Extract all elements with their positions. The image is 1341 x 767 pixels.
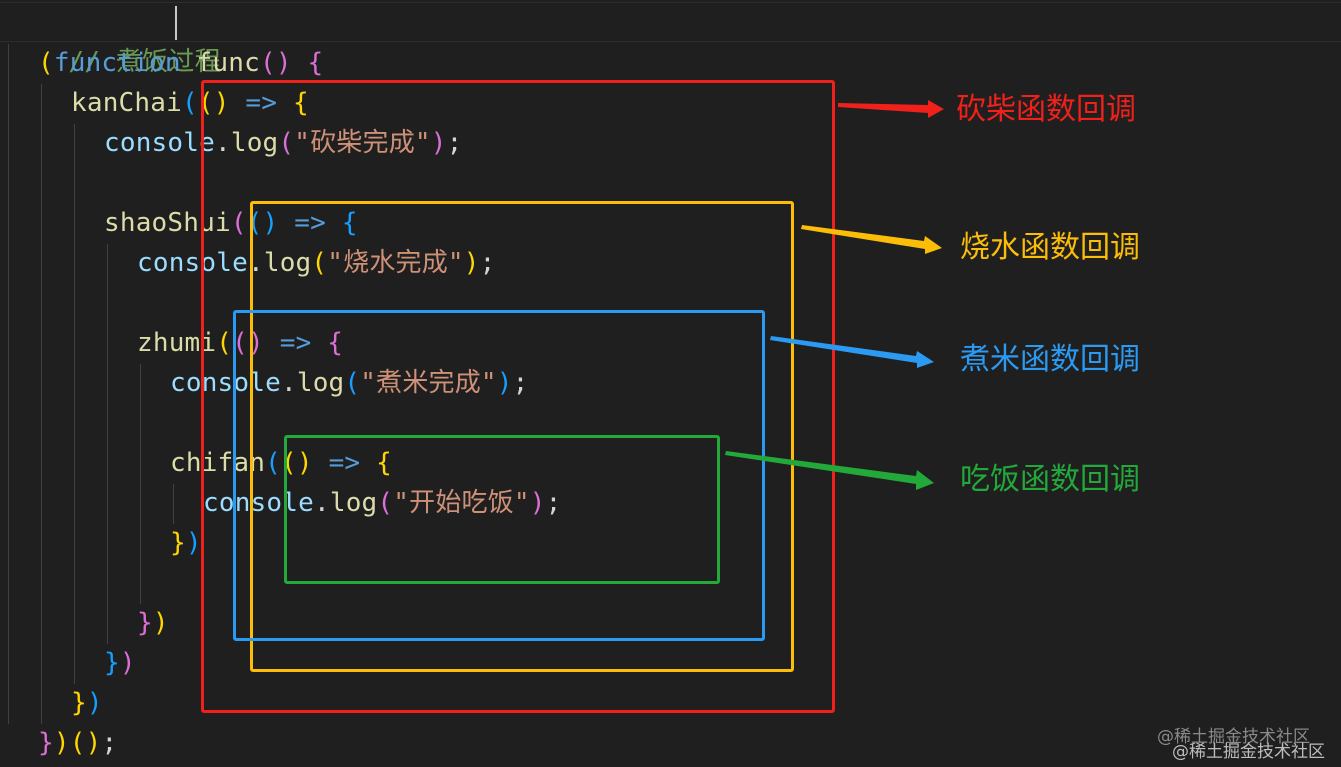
keyword-token: function [53,48,181,78]
zhumi-callback-label: 煮米函数回调 [960,342,1140,377]
brace-token: } [104,648,120,678]
arrow-token: => [245,88,278,118]
shaoshui-callback-label: 烧水函数回调 [960,230,1140,265]
comment-text: // 煮饭过程 [68,47,221,77]
blue-arrow [770,336,934,368]
string-token: "煮米完成" [360,368,497,398]
paren-token: ( [181,88,198,118]
brace-token: } [71,688,87,718]
method-token: log [263,248,312,278]
string-token: "砍柴完成" [294,128,431,158]
code-line[interactable]: }) [71,683,103,723]
indent-guide [107,244,108,644]
object-token: console [170,368,281,398]
arrow-token: => [294,208,326,238]
paren-token: ) [430,128,447,158]
code-line[interactable]: console.log("砍柴完成"); [104,123,463,163]
yellow-arrow [801,225,942,254]
semicolon-token: ; [446,128,463,158]
indent-guide [41,84,42,724]
brace-token: { [341,208,358,238]
paren-token: ) [86,688,103,718]
paren-token: ( [278,128,295,158]
brace-token: { [307,48,324,78]
function-name-token: chifan [170,448,266,478]
green-arrow [725,451,934,490]
code-line[interactable]: kanChai(() => { [71,83,309,123]
method-token: log [329,488,378,518]
object-token: console [203,488,314,518]
paren-token: ) [185,528,202,558]
code-line[interactable]: }) [137,603,169,643]
current-line-highlight [0,2,1341,42]
arrow-token: => [279,328,312,358]
code-line[interactable]: (function func() { [38,43,323,83]
watermark-shadow-text: @稀土掘金技术社区 [1172,742,1325,762]
red-arrow [838,100,944,118]
semicolon-token: ; [512,368,529,398]
function-name-token: shaoShui [104,208,231,238]
semicolon-token: ; [545,488,562,518]
paren-token: ( [311,248,328,278]
paren-token: ( [38,48,54,78]
paren-token: ( [377,488,394,518]
shaoshui-callback-box [250,201,794,672]
code-line[interactable]: console.log("开始吃饭"); [203,483,562,523]
brace-token: } [170,528,186,558]
paren-token: () [69,728,102,758]
object-token: console [137,248,248,278]
paren-token: ) [119,648,136,678]
paren-token: ) [496,368,513,398]
code-line[interactable]: console.log("煮米完成"); [170,363,529,403]
kanchai-callback-label: 砍柴函数回调 [956,92,1136,127]
zhumi-callback-box [233,310,765,641]
indent-guide [8,44,9,724]
function-name-token: func [196,48,260,78]
semicolon-token: ; [101,728,118,758]
string-token: "开始吃饭" [393,488,530,518]
paren-token: ) [463,248,480,278]
string-token: "烧水完成" [327,248,464,278]
object-token: console [104,128,215,158]
paren-token: ( [216,328,233,358]
indent-guide [140,364,141,604]
paren-token: ( [230,208,247,238]
semicolon-token: ; [479,248,496,278]
paren-token: () [259,48,292,78]
paren-token: ) [53,728,70,758]
dot-token: . [313,488,330,518]
brace-token: { [293,88,309,118]
code-line[interactable]: // 煮饭过程 [5,2,221,77]
paren-token: ) [529,488,546,518]
chifan-callback-label: 吃饭函数回调 [960,462,1140,497]
dot-token: . [214,128,231,158]
code-line[interactable]: }) [170,523,202,563]
paren-token: () [232,328,264,358]
code-line[interactable]: })(); [38,723,117,763]
code-line[interactable]: chifan(() => { [170,443,392,483]
watermark-text: @稀土掘金技术社区 [1157,727,1310,747]
paren-token: ) [152,608,169,638]
dot-token: . [280,368,297,398]
brace-token: } [137,608,153,638]
paren-token: ( [265,448,281,478]
code-line[interactable]: }) [104,643,136,683]
arrow-token: => [328,448,361,478]
text-cursor [175,6,177,40]
brace-token: { [327,328,344,358]
brace-token: { [376,448,392,478]
chifan-callback-box [284,435,720,584]
function-name-token: kanChai [71,88,182,118]
code-line[interactable]: shaoShui(() => { [104,203,358,243]
indent-guide [74,124,75,684]
indent-guide [173,484,174,524]
method-token: log [230,128,279,158]
kanchai-callback-box [201,80,835,713]
paren-token: ( [344,368,361,398]
method-token: log [296,368,345,398]
brace-token: } [38,728,54,758]
